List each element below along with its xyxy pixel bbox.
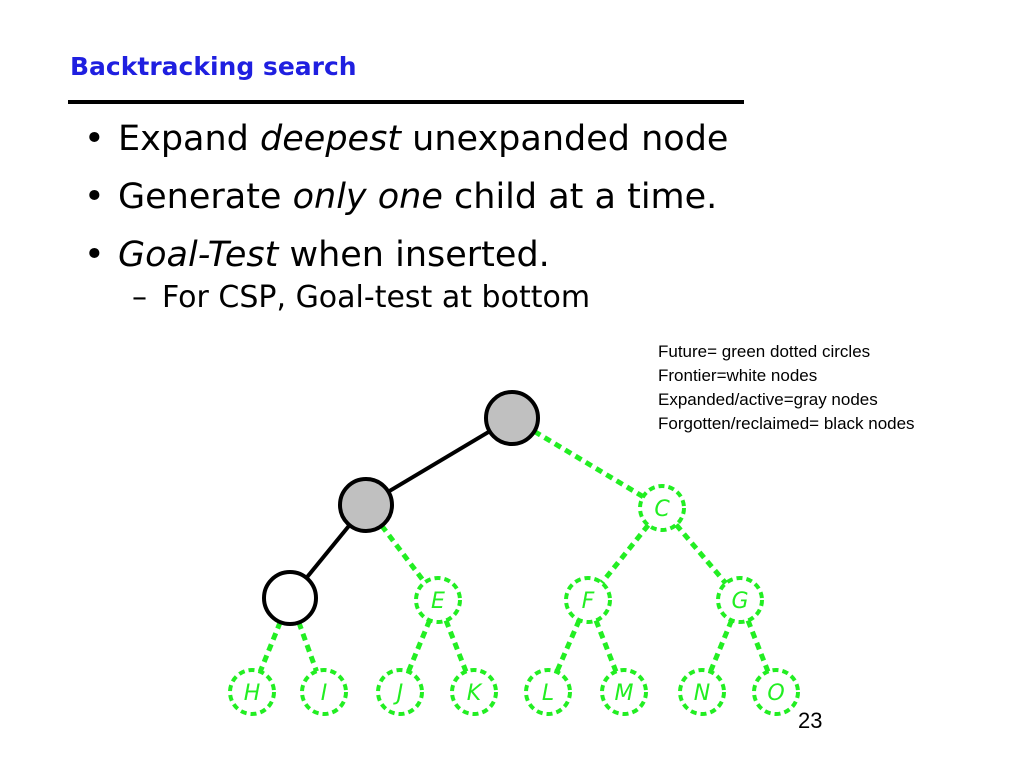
tree-node-circle xyxy=(638,484,686,532)
tree-edge-e-k xyxy=(443,619,469,673)
sub-bullet-text: For CSP, Goal-test at bottom xyxy=(162,280,591,315)
bullet-text: Generate xyxy=(118,177,293,217)
tree-node-circle xyxy=(564,576,612,624)
tree-node-e: E xyxy=(414,576,462,624)
tree-node-label: L xyxy=(542,681,554,706)
tree-node-d xyxy=(262,570,318,626)
tree-node-label: M xyxy=(615,681,634,706)
tree-node-f: F xyxy=(564,576,612,624)
tree-node-circle xyxy=(524,668,572,716)
tree-node-j: J xyxy=(376,668,424,716)
tree-node-g: G xyxy=(716,576,764,624)
sub-bullet: –For CSP, Goal-test at bottom xyxy=(132,280,590,315)
bullet-item: • Goal-Test when inserted. xyxy=(84,226,728,284)
tree-edge-e-j xyxy=(406,619,432,673)
legend-expanded: Expanded/active=gray nodes xyxy=(658,390,878,409)
tree-node-n: N xyxy=(678,668,726,716)
tree-edge-d-h xyxy=(257,621,283,673)
tree-edge-c-f xyxy=(599,523,651,585)
tree-node-circle xyxy=(338,477,394,533)
tree-edge-d-i xyxy=(296,621,319,673)
bullet-emphasis: only one xyxy=(292,177,443,217)
tree-node-circle xyxy=(262,570,318,626)
legend: Future= green dotted circles Frontier=wh… xyxy=(658,340,915,436)
tree-edge-g-o xyxy=(745,619,771,673)
tree-node-label: J xyxy=(393,681,404,706)
tree-node-label: F xyxy=(582,589,595,614)
legend-forgotten: Forgotten/reclaimed= black nodes xyxy=(658,414,915,433)
tree-edge-g-n xyxy=(708,619,734,673)
page-number: 23 xyxy=(798,708,823,733)
tree-node-circle xyxy=(414,576,462,624)
tree-node-h: H xyxy=(228,668,276,716)
tree-edge-f-l xyxy=(554,619,582,673)
bullet-dot-icon: • xyxy=(84,119,105,159)
legend-frontier: Frontier=white nodes xyxy=(658,366,818,385)
bullet-item: • Expand deepest unexpanded node xyxy=(84,110,728,168)
tree-node-circle xyxy=(752,668,800,716)
tree-node-label: K xyxy=(467,681,483,706)
tree-node-b xyxy=(338,477,394,533)
tree-node-circle xyxy=(228,668,276,716)
bullet-dot-icon: • xyxy=(84,177,105,217)
bullet-emphasis: deepest xyxy=(260,119,402,159)
tree-node-label: C xyxy=(654,497,670,522)
tree-node-label: E xyxy=(431,589,445,614)
tree-edge-b-d xyxy=(304,523,352,580)
tree-node-circle xyxy=(450,668,498,716)
tree-node-m: M xyxy=(600,668,648,716)
tree-node-label: H xyxy=(244,681,261,706)
title-underline xyxy=(68,100,744,104)
bullet-text: unexpanded node xyxy=(401,119,729,159)
tree-node-c: C xyxy=(638,484,686,532)
bullet-text: child at a time. xyxy=(442,177,718,217)
tree-node-circle xyxy=(300,668,348,716)
tree-node-i: I xyxy=(300,668,348,716)
bullet-item: • Generate only one child at a time. xyxy=(84,168,728,226)
bullet-text: when inserted. xyxy=(278,235,550,275)
tree-node-label: G xyxy=(731,589,748,614)
tree-node-label: O xyxy=(767,681,784,706)
tree-node-label: I xyxy=(321,681,328,706)
tree-edge-c-g xyxy=(674,523,728,585)
tree-node-circle xyxy=(600,668,648,716)
slide-title: Backtracking search xyxy=(70,52,357,81)
bullet-emphasis: Goal-Test xyxy=(118,235,279,275)
tree-node-o: O xyxy=(752,668,800,716)
tree-node-k: K xyxy=(450,668,498,716)
tree-node-a xyxy=(484,390,540,446)
bullet-dot-icon: • xyxy=(84,235,105,275)
tree-node-circle xyxy=(376,668,424,716)
tree-node-label: N xyxy=(694,681,710,706)
tree-node-circle xyxy=(484,390,540,446)
tree-edge-f-m xyxy=(593,619,619,673)
bullet-list: • Expand deepest unexpanded node • Generat… xyxy=(84,110,728,284)
tree-node-l: L xyxy=(524,668,572,716)
tree-node-circle xyxy=(678,668,726,716)
tree-edge-b-e xyxy=(379,524,427,584)
bullet-text: Expand xyxy=(118,119,261,159)
tree-node-circle xyxy=(716,576,764,624)
dash-icon: – xyxy=(132,280,147,315)
tree-edge-a-c xyxy=(533,429,645,499)
tree-edge-a-b xyxy=(387,429,491,494)
legend-future: Future= green dotted circles xyxy=(658,342,871,361)
